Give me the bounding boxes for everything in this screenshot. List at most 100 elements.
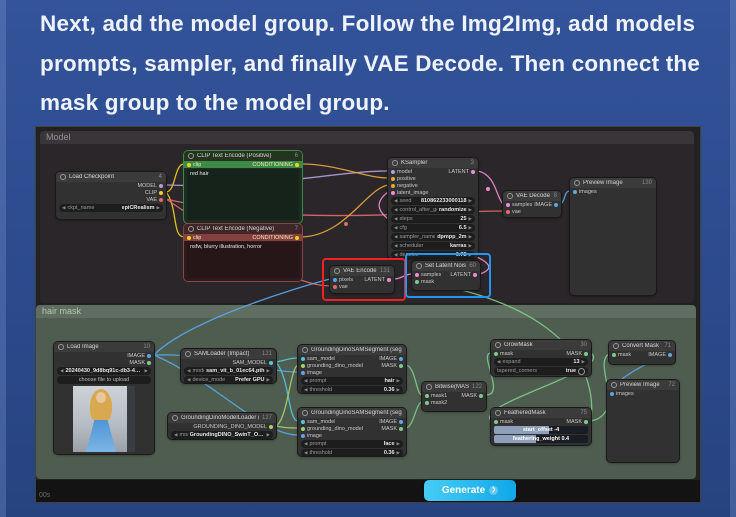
collapse-icon[interactable] [60,174,66,180]
arrow-right-icon[interactable]: ▶ [266,377,270,382]
arrow-right-icon[interactable]: ▶ [581,359,585,364]
arrow-left-icon[interactable]: ◀ [304,450,308,455]
collapse-icon[interactable] [188,153,194,159]
input-port[interactable]: mask [612,352,631,358]
start_offset-slider[interactable]: start_offset -4 [494,426,588,434]
output-port[interactable]: GROUNDING_DINO_MODEL [193,424,273,430]
arrow-left-icon[interactable]: ◀ [497,359,501,364]
output-port[interactable]: MASK [566,419,588,425]
input-port[interactable]: mask1 [425,393,447,399]
samloader-node[interactable]: SAMLoader (Impact)121SAM_MODEL◀model_nam… [181,349,276,383]
arrow-right-icon[interactable]: ▶ [156,205,160,210]
output-port[interactable]: MASK [381,363,403,369]
output-port[interactable]: IMAGE [379,419,403,425]
arrow-left-icon[interactable]: ◀ [304,441,308,446]
output-port[interactable]: MASK [129,360,151,366]
collapse-icon[interactable] [495,342,501,348]
output-port[interactable]: IMAGE [127,353,151,359]
output-port[interactable]: CLIP [145,190,163,196]
arrow-left-icon[interactable]: ◀ [174,432,178,437]
output-port[interactable]: CONDITIONING [252,162,299,168]
input-port[interactable]: positive [391,176,416,182]
value-widget[interactable]: ◀20240430_9d8bq91c-db3-4922-9bfd-12fa9f3… [57,367,151,375]
output-port[interactable]: CONDITIONING [252,235,299,241]
collapse-icon[interactable] [185,351,191,357]
arrow-left-icon[interactable]: ◀ [394,207,398,212]
input-port[interactable]: samples [506,202,532,208]
collapse-icon[interactable] [507,193,513,199]
collapse-icon[interactable] [172,415,178,421]
input-port[interactable]: image [301,433,322,439]
collapse-icon[interactable] [495,410,501,416]
arrow-left-icon[interactable]: ◀ [187,368,191,373]
arrow-left-icon[interactable]: ◀ [60,368,64,373]
arrow-right-icon[interactable]: ▶ [468,243,472,248]
arrow-left-icon[interactable]: ◀ [394,234,398,239]
collapse-icon[interactable] [426,384,432,390]
collapse-icon[interactable] [392,160,398,166]
input-port[interactable]: clip [187,162,201,168]
arrow-left-icon[interactable]: ◀ [304,387,308,392]
collapse-icon[interactable] [188,226,194,232]
arrow-right-icon[interactable]: ▶ [468,234,472,239]
input-port[interactable]: mask [494,419,513,425]
input-port[interactable]: model [391,169,412,175]
arrow-left-icon[interactable]: ◀ [187,377,191,382]
input-port[interactable]: mask [494,351,513,357]
toggle-icon[interactable] [578,367,585,375]
arrow-right-icon[interactable]: ▶ [266,432,270,437]
arrow-right-icon[interactable]: ▶ [468,198,472,203]
input-port[interactable]: sam_model [301,419,335,425]
arrow-left-icon[interactable]: ◀ [394,225,398,230]
output-port[interactable]: IMAGE [648,352,672,358]
input-port[interactable]: mask2 [425,400,447,406]
arrow-left-icon[interactable]: ◀ [394,216,398,221]
input-port[interactable]: vae [333,284,348,290]
model_name-widget[interactable]: ◀model_nameGroundingDINO_SwinT_OGC (694M… [171,431,273,439]
output-port[interactable]: MASK [381,426,403,432]
arrow-right-icon[interactable]: ▶ [468,207,472,212]
input-port[interactable]: grounding_dino_model [301,426,363,432]
arrow-left-icon[interactable]: ◀ [62,205,66,210]
arrow-left-icon[interactable]: ◀ [304,378,308,383]
arrow-right-icon[interactable]: ▶ [144,368,148,373]
output-port[interactable]: MASK [566,351,588,357]
output-port[interactable]: MASK [461,393,483,399]
input-port[interactable]: latent_image [391,190,429,196]
input-port[interactable]: images [610,391,634,397]
collapse-icon[interactable] [611,382,617,388]
collapse-icon[interactable] [334,268,340,274]
model_name-widget[interactable]: ◀model_namesam_vit_b_01ec64.pth▶ [184,367,273,375]
groundingdino-samsegment-hair-node[interactable]: GroundingDinoSAMSegment (segment anythin… [298,345,406,393]
input-port[interactable]: negative [391,183,418,189]
input-port[interactable]: sam_model [301,356,335,362]
arrow-right-icon[interactable]: ▶ [396,441,400,446]
arrow-left-icon[interactable]: ◀ [394,243,398,248]
output-port[interactable]: LATENT [364,277,391,283]
arrow-left-icon[interactable]: ◀ [394,198,398,203]
arrow-right-icon[interactable]: ▶ [396,378,400,383]
collapse-icon[interactable] [302,410,308,416]
input-port[interactable]: image [301,370,322,376]
input-port[interactable]: clip [187,235,201,241]
input-port[interactable]: vae [506,209,521,215]
input-port[interactable]: grounding_dino_model [301,363,363,369]
